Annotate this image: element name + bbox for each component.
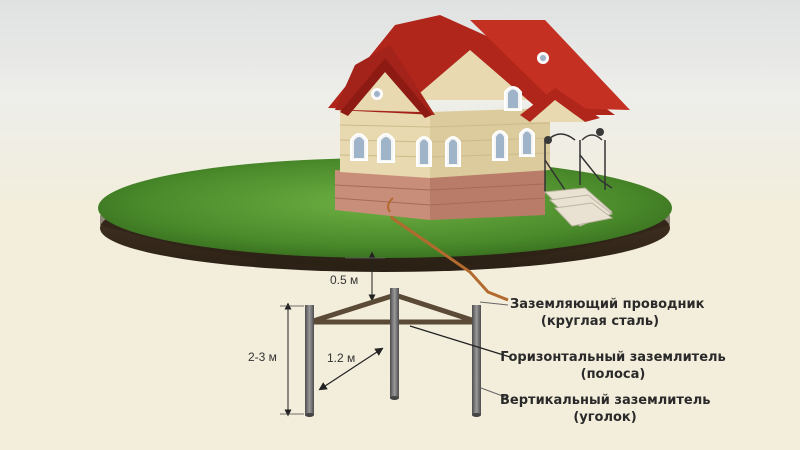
vertical-electrode-subtitle: (уголок) — [573, 410, 637, 425]
rod-spacing-arrow — [318, 347, 384, 391]
leader-conductor — [479, 301, 509, 306]
grounding-conductor-label: Заземляющий проводник (круглая сталь) — [510, 297, 705, 329]
leader-horizontal — [409, 325, 511, 358]
leader-vertical — [480, 387, 509, 399]
vertical-rod-left — [305, 305, 314, 415]
vertical-rod-middle — [390, 288, 399, 398]
rod-length-label: 2-3 м — [248, 350, 277, 364]
grounding-conductor-subtitle: (круглая сталь) — [540, 314, 660, 329]
grounding-conductor-title: Заземляющий проводник — [510, 297, 705, 312]
horizontal-electrode-subtitle: (полоса) — [580, 367, 646, 382]
house — [328, 15, 630, 227]
rod-spacing-label: 1.2 м — [327, 351, 356, 365]
vertical-rods — [305, 288, 481, 417]
vertical-electrode-title: Вертикальный заземлитель — [500, 393, 711, 408]
depth-label: 0.5 м — [330, 273, 359, 287]
horizontal-electrode-title: Горизонтальный заземлитель — [500, 350, 726, 365]
vertical-electrode-label: Вертикальный заземлитель (уголок) — [500, 393, 710, 425]
vertical-rod-right — [472, 305, 481, 415]
horizontal-electrode-label: Горизонтальный заземлитель (полоса) — [498, 350, 728, 382]
